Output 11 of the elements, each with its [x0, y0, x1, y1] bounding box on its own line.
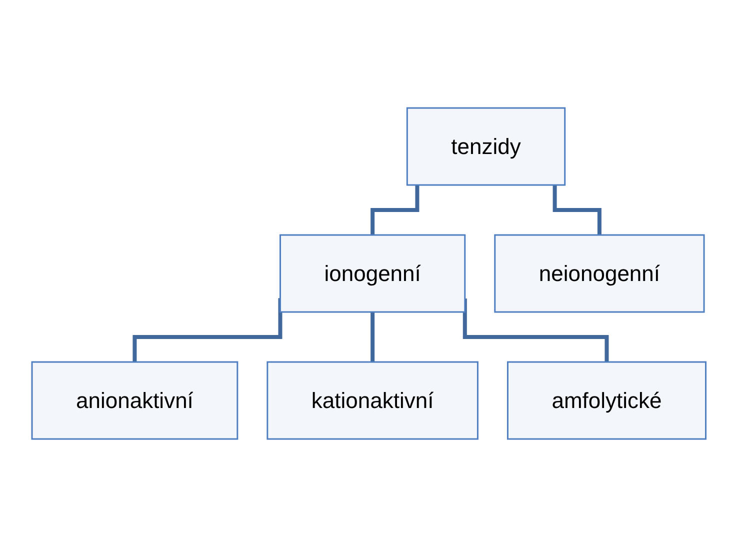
node-box: tenzidy	[406, 107, 566, 186]
connector	[132, 298, 282, 364]
node-box: kationaktivní	[266, 361, 478, 440]
connector	[370, 312, 374, 364]
connector	[552, 185, 602, 237]
connector	[462, 298, 608, 364]
connector	[370, 185, 419, 237]
node-box: ionogenní	[279, 234, 466, 313]
node-box: anionaktivní	[30, 361, 238, 440]
node-box: amfolytické	[506, 361, 706, 440]
node-box: neionogenní	[494, 234, 704, 313]
